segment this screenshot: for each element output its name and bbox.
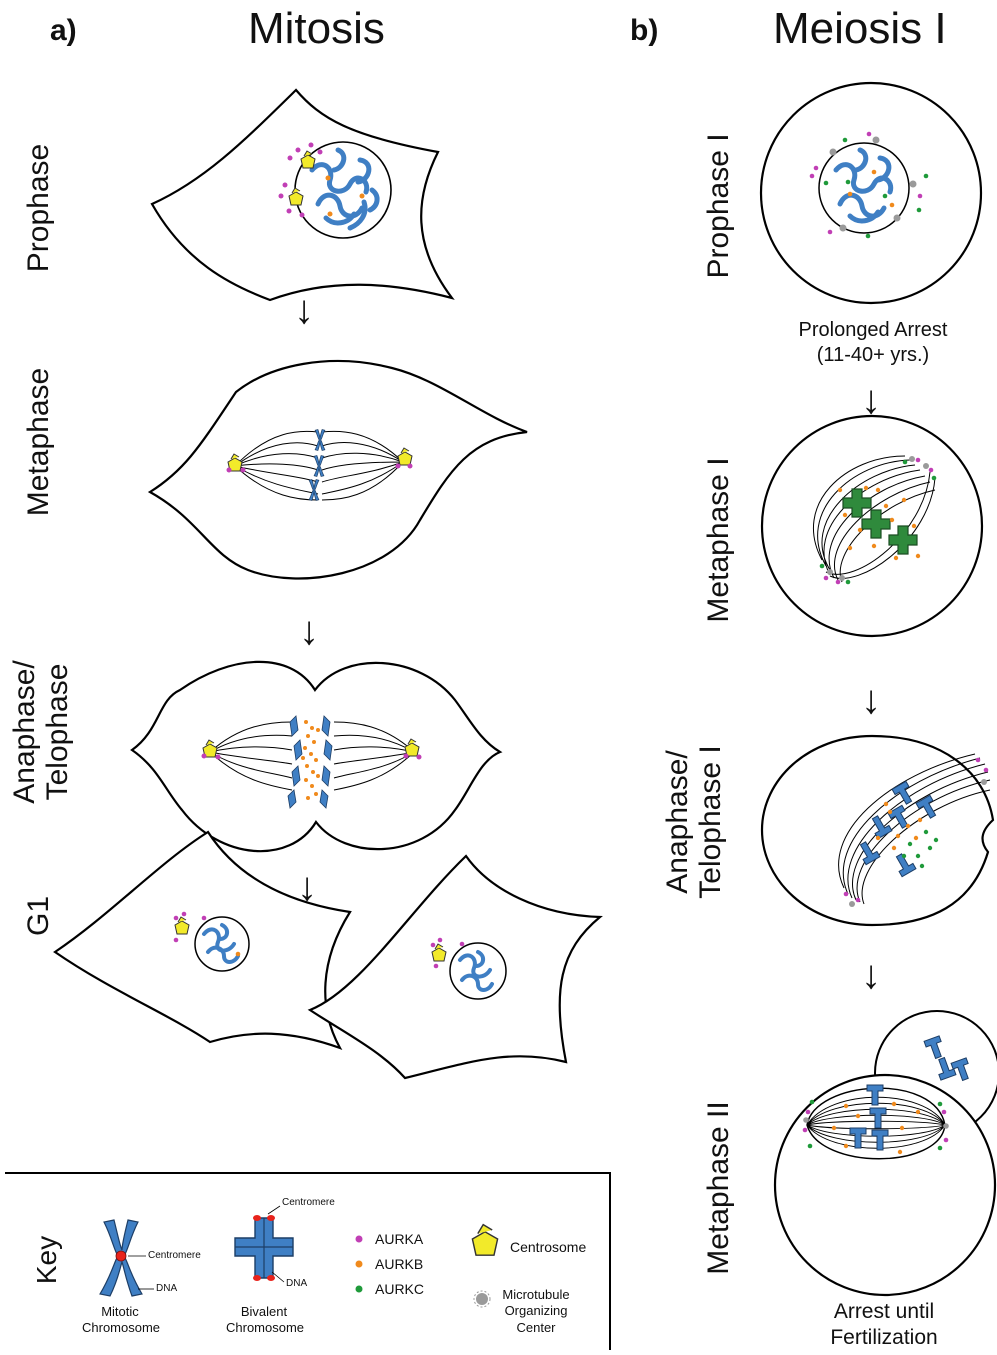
key-aurkc-label: AURKC bbox=[375, 1281, 424, 1297]
panel-b-title: Meiosis I bbox=[773, 4, 947, 54]
arrow-mitosis-2: ↓ bbox=[299, 611, 319, 651]
key-mitotic-centromere-label: Centromere bbox=[148, 1250, 201, 1261]
panel-b-letter: b) bbox=[630, 14, 658, 48]
cell-meiosis-anaphase bbox=[762, 736, 993, 925]
arrow-mitosis-3: ↓ bbox=[297, 867, 317, 907]
key-centrosome-label: Centrosome bbox=[510, 1239, 586, 1255]
cell-mitosis-prophase bbox=[152, 90, 452, 300]
label-meiosis-anaphase-line2: Telophase I bbox=[694, 745, 727, 898]
panel-a-title: Mitosis bbox=[248, 4, 385, 54]
label-mitosis-g1: G1 bbox=[22, 886, 58, 946]
arrow-meiosis-3: ↓ bbox=[861, 955, 881, 995]
key-mtoc-line2: Organizing bbox=[505, 1303, 568, 1318]
panel-a-letter: a) bbox=[50, 14, 77, 48]
key-aurkb-label: AURKB bbox=[375, 1256, 423, 1272]
label-meiosis-anaphase-line1: Anaphase/ bbox=[661, 750, 694, 893]
arrow-mitosis-1: ↓ bbox=[294, 290, 314, 330]
key-mitotic-line1: Mitotic bbox=[101, 1304, 139, 1319]
key-bivalent-line2: Chromosome bbox=[226, 1320, 304, 1335]
note-fert-line2: Fertilization bbox=[830, 1326, 937, 1349]
key-mitotic-label: Mitotic Chromosome bbox=[82, 1304, 158, 1337]
key-title: Key bbox=[32, 1230, 64, 1290]
arrow-meiosis-2: ↓ bbox=[861, 680, 881, 720]
label-meiosis-anaphase-telophase: Anaphase/ Telophase I bbox=[661, 712, 733, 932]
cell-meiosis-metaphase bbox=[762, 416, 982, 636]
key-bivalent-dna-label: DNA bbox=[286, 1278, 307, 1289]
cell-meiosis-prophase bbox=[761, 83, 981, 303]
key-mitotic-line2: Chromosome bbox=[82, 1320, 160, 1335]
label-meiosis-metaphase2: Metaphase II bbox=[702, 1088, 738, 1288]
label-mitosis-anaphase-telophase: Anaphase/ Telophase bbox=[8, 632, 80, 832]
note-fert-line1: Arrest until bbox=[834, 1300, 934, 1323]
cell-meiosis-metaphase2 bbox=[775, 1011, 997, 1295]
cell-mitosis-metaphase bbox=[150, 361, 527, 578]
key-mitotic-dna-label: DNA bbox=[156, 1283, 177, 1294]
key-bivalent-line1: Bivalent bbox=[241, 1304, 287, 1319]
arrow-meiosis-1: ↓ bbox=[861, 380, 881, 420]
label-meiosis-prophase: Prophase I bbox=[702, 111, 738, 301]
note-arrest-line2: (11-40+ yrs.) bbox=[817, 344, 929, 366]
label-mitosis-anaphase-line1: Anaphase/ bbox=[8, 660, 41, 803]
key-aurka-label: AURKA bbox=[375, 1231, 423, 1247]
cell-mitosis-anaphase bbox=[132, 662, 500, 851]
label-mitosis-prophase: Prophase bbox=[22, 123, 58, 293]
label-mitosis-anaphase-line2: Telophase bbox=[41, 664, 74, 801]
key-mtoc-line1: Microtubule bbox=[502, 1287, 569, 1302]
key-mtoc-label: Microtubule Organizing Center bbox=[500, 1287, 572, 1336]
note-arrest-fertilization: Arrest until Fertilization bbox=[786, 1299, 982, 1352]
key-mtoc-line3: Center bbox=[516, 1320, 555, 1335]
key-bivalent-label: Bivalent Chromosome bbox=[226, 1304, 302, 1337]
key-bivalent-centromere-label: Centromere bbox=[282, 1197, 335, 1208]
label-mitosis-metaphase: Metaphase bbox=[22, 357, 58, 527]
note-arrest-line1: Prolonged Arrest bbox=[799, 319, 948, 341]
label-meiosis-metaphase: Metaphase I bbox=[702, 440, 738, 640]
note-prolonged-arrest: Prolonged Arrest (11-40+ yrs.) bbox=[775, 318, 971, 368]
cell-mitosis-g1-right bbox=[310, 856, 600, 1078]
